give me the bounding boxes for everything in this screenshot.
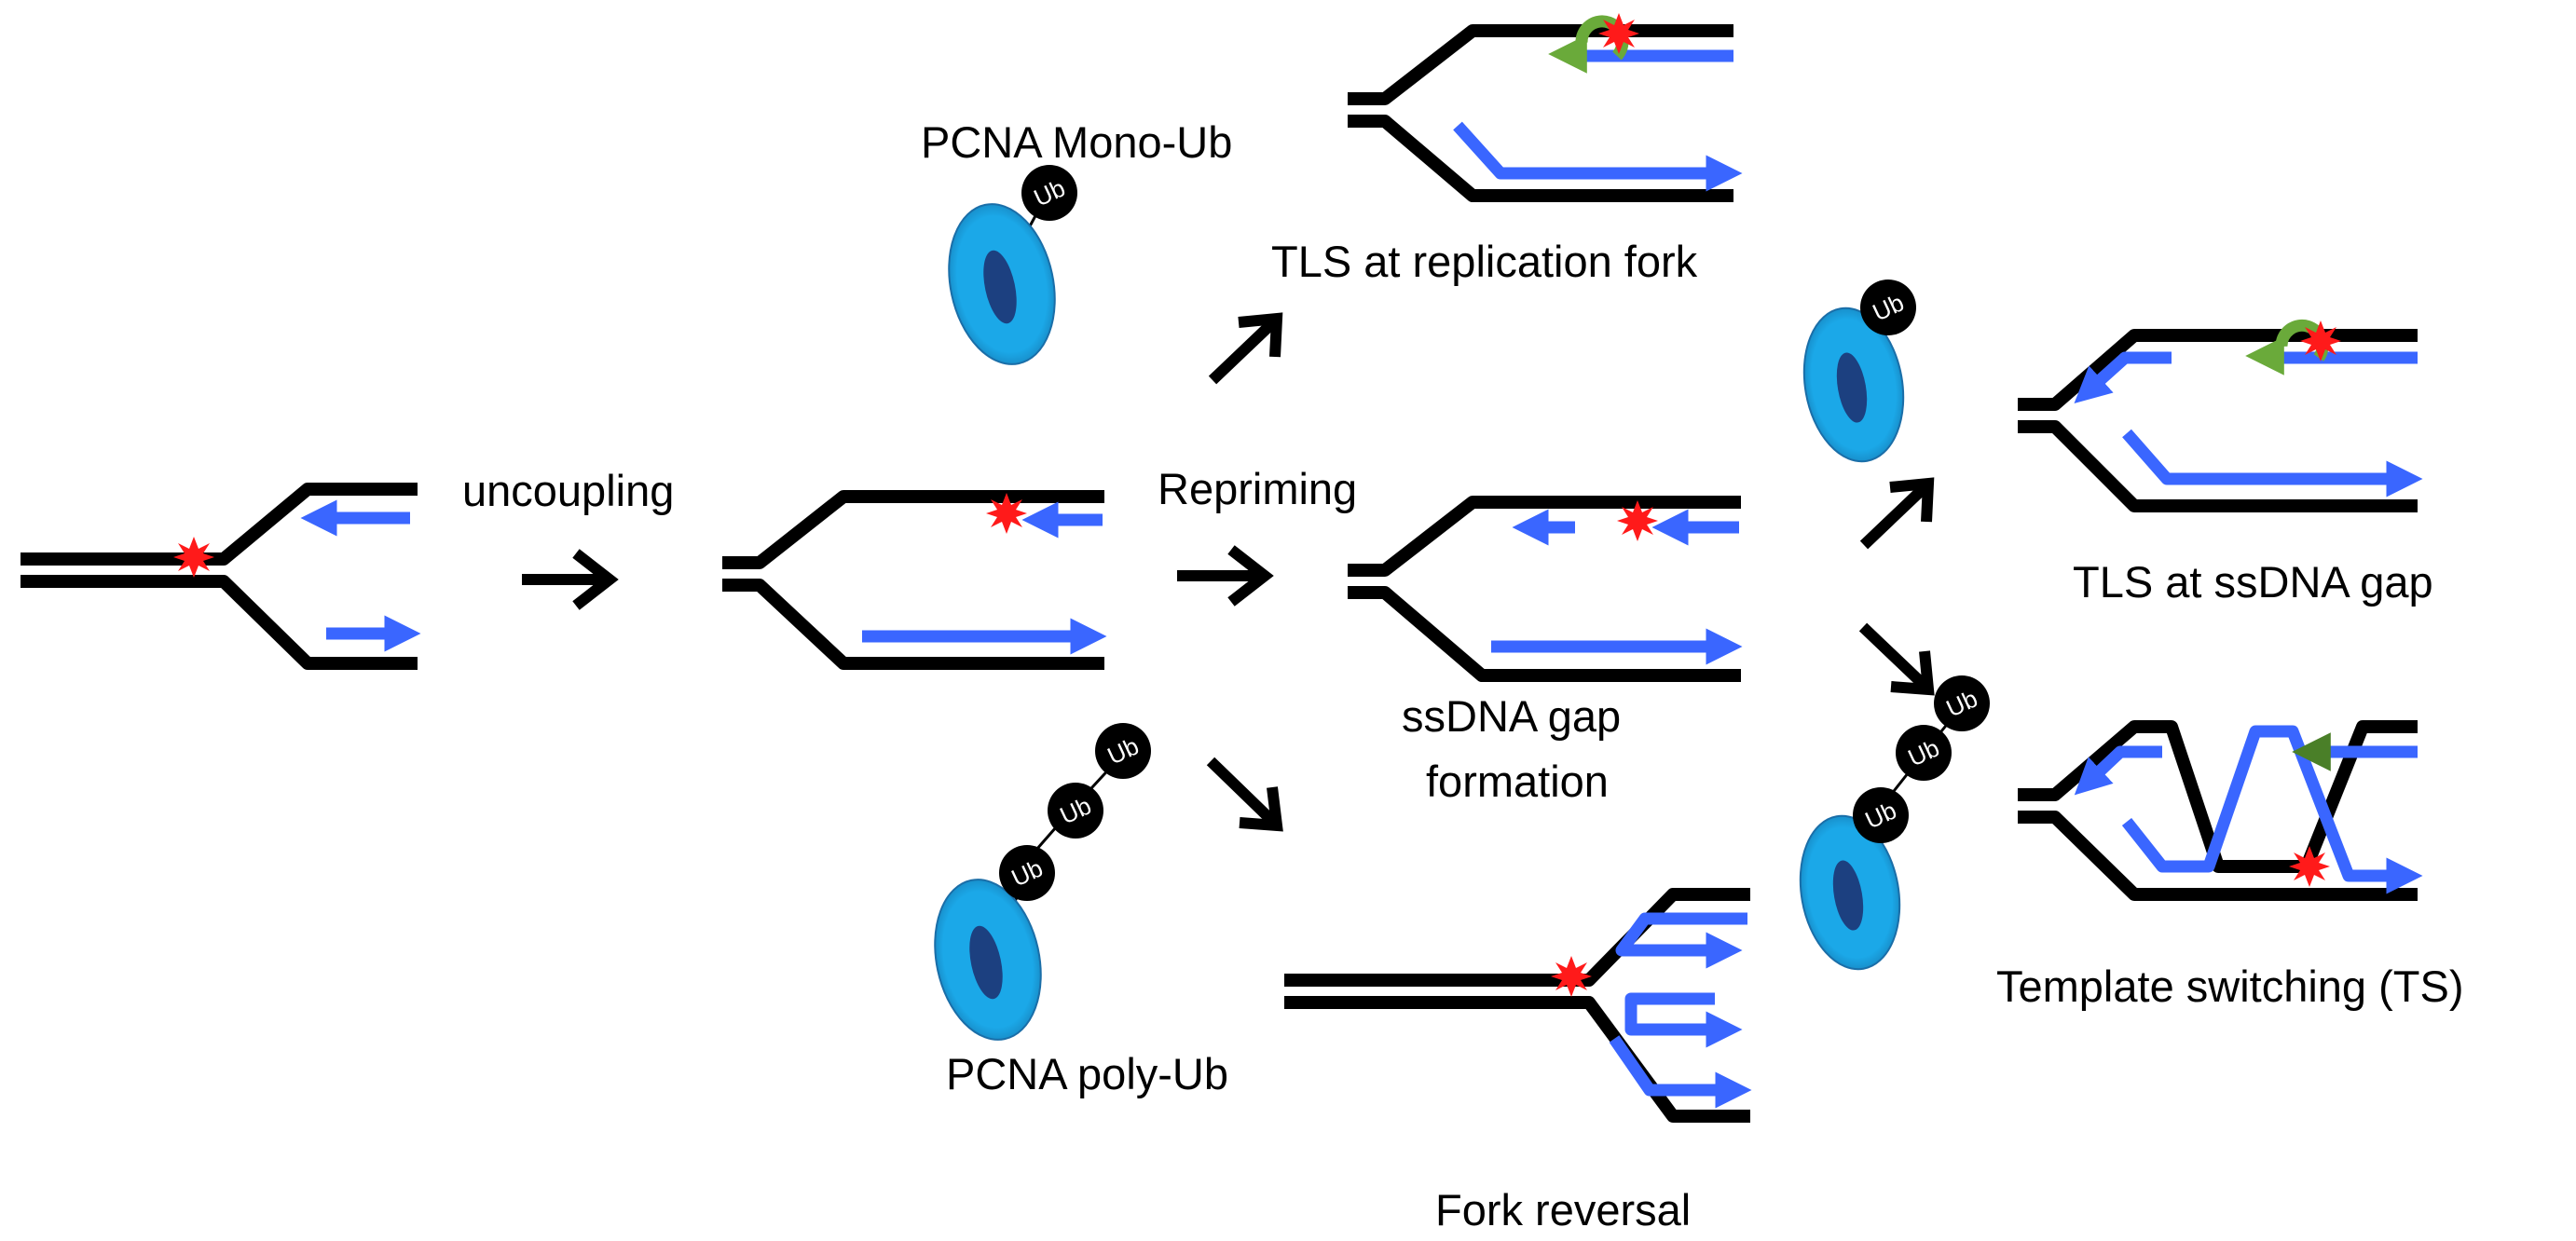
label-fork-reversal: Fork reversal [1435,1185,1691,1234]
ubiquitin-icon [1095,723,1151,779]
pcna-mono-ub: Ub [948,165,1077,365]
dna-lesion-icon [173,537,214,578]
label-ssdna-gap-line2: formation [1426,757,1609,806]
tls-at-fork [1348,13,1743,202]
label-pcna-mono-ub: PCNA Mono-Ub [921,117,1232,167]
pcna-poly-ub: Ub Ub Ub [934,723,1151,1041]
dna-lesion-icon [2289,846,2330,887]
label-repriming: Repriming [1158,464,1357,513]
ubiquitin-icon [999,845,1055,901]
ubiquitin-icon [1048,783,1103,839]
template-switching-fork [2018,720,2423,901]
tls-at-ssdna-gap [2018,319,2423,512]
pcna-mono-ub-gap: Ub [1802,280,1916,463]
label-ssdna-gap-line1: ssDNA gap [1402,691,1621,741]
arrow-to-tls-fork [1208,312,1283,385]
arrow-to-template-switching [1858,622,1935,696]
arrow-to-tls-gap [1859,477,1935,550]
label-tls-gap: TLS at ssDNA gap [2073,557,2433,607]
label-tls-fork: TLS at replication fork [1271,237,1698,286]
dna-lesion-icon [1551,956,1592,997]
stalled-replication-fork [21,483,421,670]
arrow-repriming [1177,545,1274,607]
pcna-poly-ub-ts: Ub Ub Ub [1799,675,1990,971]
uncoupled-replication-fork [722,490,1107,670]
fork-reversal [1284,888,1752,1123]
ubiquitin-icon [1934,675,1990,731]
ssdna-gap-fork [1348,496,1743,682]
ubiquitin-icon [1896,725,1952,781]
label-pcna-poly-ub: PCNA poly-Ub [946,1049,1228,1098]
ubiquitin-icon [1021,165,1077,221]
ubiquitin-icon [1853,787,1909,843]
label-template-switching: Template switching (TS) [1996,961,2464,1011]
arrow-uncoupling [522,549,619,610]
ubiquitin-icon [1860,280,1916,335]
arrow-to-fork-reversal [1206,757,1283,832]
label-uncoupling: uncoupling [462,466,674,515]
